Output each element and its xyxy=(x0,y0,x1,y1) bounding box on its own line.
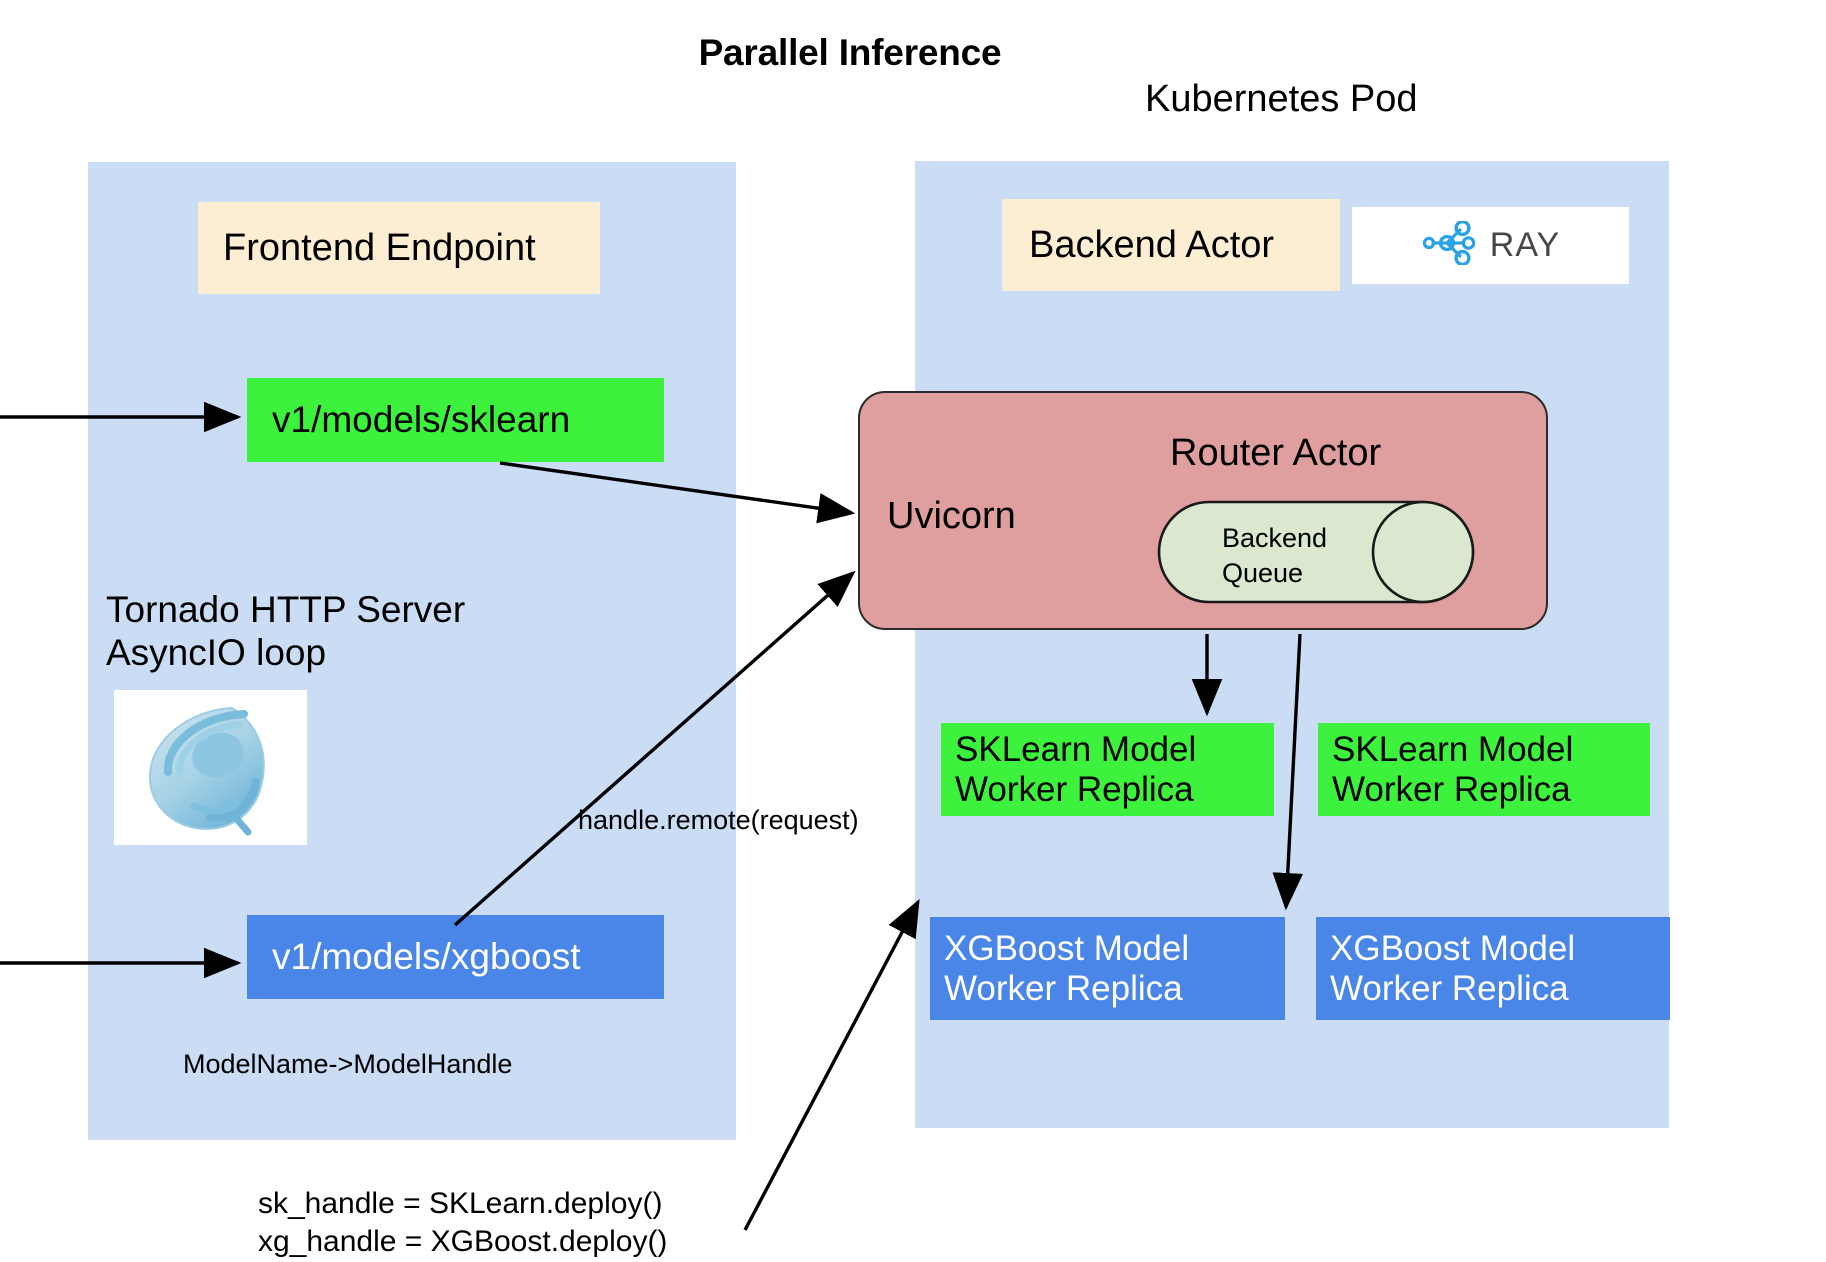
ray-logo-icon xyxy=(1421,219,1479,270)
endpoint-xgboost-box[interactable]: v1/models/xgboost xyxy=(247,915,664,999)
backend-queue-label: Backend Queue xyxy=(1222,523,1328,589)
ray-logo-card: RAY xyxy=(1352,207,1629,284)
replica-line-1: SKLearn Model xyxy=(1332,729,1574,769)
kubernetes-pod-title: Kubernetes Pod xyxy=(1145,78,1418,120)
backend-queue-cylinder xyxy=(1157,500,1475,604)
xgboost-worker-replica-2: XGBoost Model Worker Replica xyxy=(1316,917,1670,1020)
arrow-deploy-to-pod xyxy=(743,898,920,1231)
uvicorn-label: Uvicorn xyxy=(887,495,1016,537)
replica-line-1: SKLearn Model xyxy=(955,729,1197,769)
sklearn-worker-replica-2: SKLearn Model Worker Replica xyxy=(1318,723,1650,816)
backend-actor-label: Backend Actor xyxy=(1029,223,1275,266)
tornado-server-label: Tornado HTTP Server AsyncIO loop xyxy=(106,589,466,674)
tornado-logo xyxy=(114,690,307,845)
page-title: Parallel Inference xyxy=(698,32,1002,73)
replica-line-1: XGBoost Model xyxy=(1330,928,1576,968)
endpoint-sklearn-box[interactable]: v1/models/sklearn xyxy=(247,378,664,462)
backend-actor-box: Backend Actor xyxy=(1002,199,1340,291)
replica-line-2: Worker Replica xyxy=(1330,968,1569,1008)
deploy-code-annotation: sk_handle = SKLearn.deploy() xg_handle =… xyxy=(258,1187,668,1259)
frontend-endpoint-label: Frontend Endpoint xyxy=(223,226,536,269)
endpoint-xgboost-label: v1/models/xgboost xyxy=(272,935,581,977)
replica-line-2: Worker Replica xyxy=(1332,769,1571,809)
router-actor-title: Router Actor xyxy=(1170,432,1382,474)
replica-line-2: Worker Replica xyxy=(955,769,1194,809)
endpoint-sklearn-label: v1/models/sklearn xyxy=(272,398,571,440)
replica-line-2: Worker Replica xyxy=(944,968,1183,1008)
frontend-endpoint-box: Frontend Endpoint xyxy=(198,202,600,294)
ray-logo-wordmark: RAY xyxy=(1489,226,1561,264)
sklearn-worker-replica-1: SKLearn Model Worker Replica xyxy=(941,723,1274,816)
xgboost-worker-replica-1: XGBoost Model Worker Replica xyxy=(930,917,1285,1020)
modelname-mapping-note: ModelName->ModelHandle xyxy=(183,1049,513,1079)
handle-remote-annotation: handle.remote(request) xyxy=(578,805,859,835)
replica-line-1: XGBoost Model xyxy=(944,928,1190,968)
